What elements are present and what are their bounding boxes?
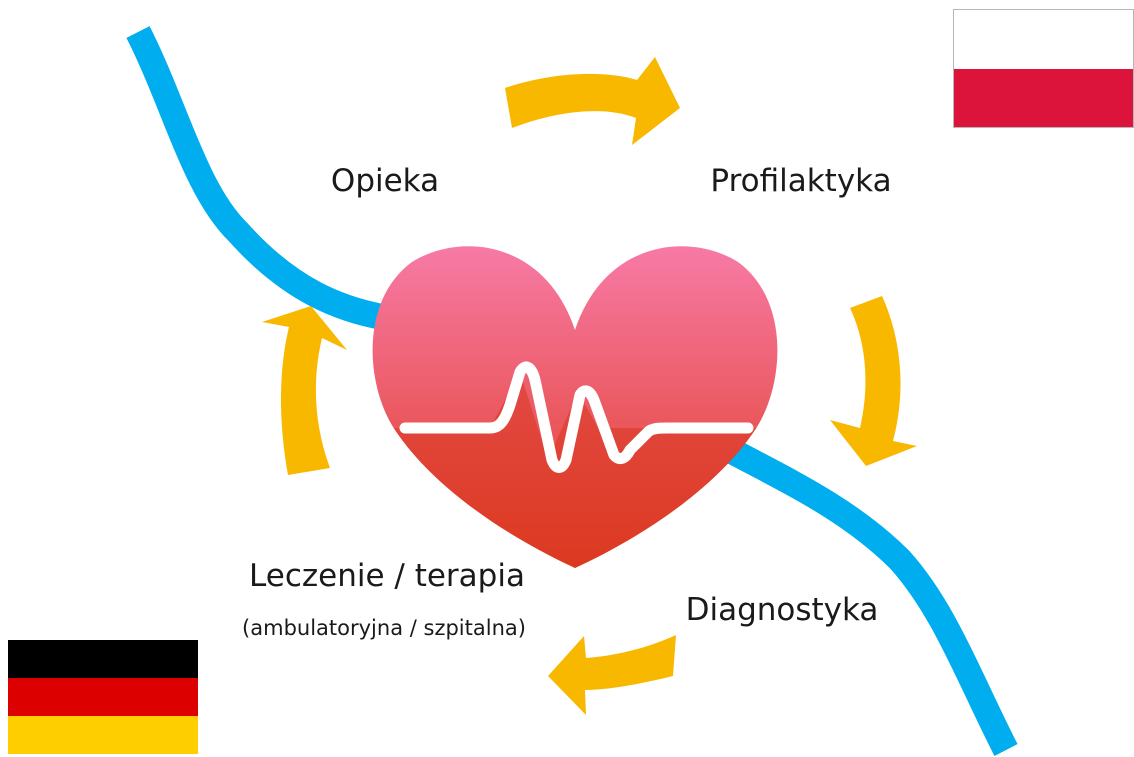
label-care: Opieka — [330, 163, 440, 199]
heart-pulse-icon — [372, 246, 778, 568]
flag-poland-white-band — [954, 10, 1133, 69]
flag-germany-red-band — [8, 678, 198, 716]
pulse-line — [399, 361, 754, 473]
flag-poland-icon — [953, 9, 1134, 128]
label-diagnostics: Diagnostyka — [685, 592, 879, 628]
flag-poland-red-band — [954, 69, 1133, 127]
flag-germany-gold-band — [8, 716, 198, 754]
arrow-bottom-left — [548, 635, 676, 715]
border-river-line — [126, 26, 1018, 756]
flag-germany-icon — [8, 640, 198, 754]
label-prevention: Profilaktyka — [710, 163, 892, 199]
flag-germany-black-band — [8, 640, 198, 678]
label-treatment: Leczenie / terapia — [249, 558, 525, 594]
arrow-left-up — [262, 306, 347, 475]
arrow-top-right — [505, 57, 680, 145]
label-treatment-sub: (ambulatoryjna / szpitalna) — [242, 616, 526, 640]
arrow-right-down — [830, 296, 917, 466]
